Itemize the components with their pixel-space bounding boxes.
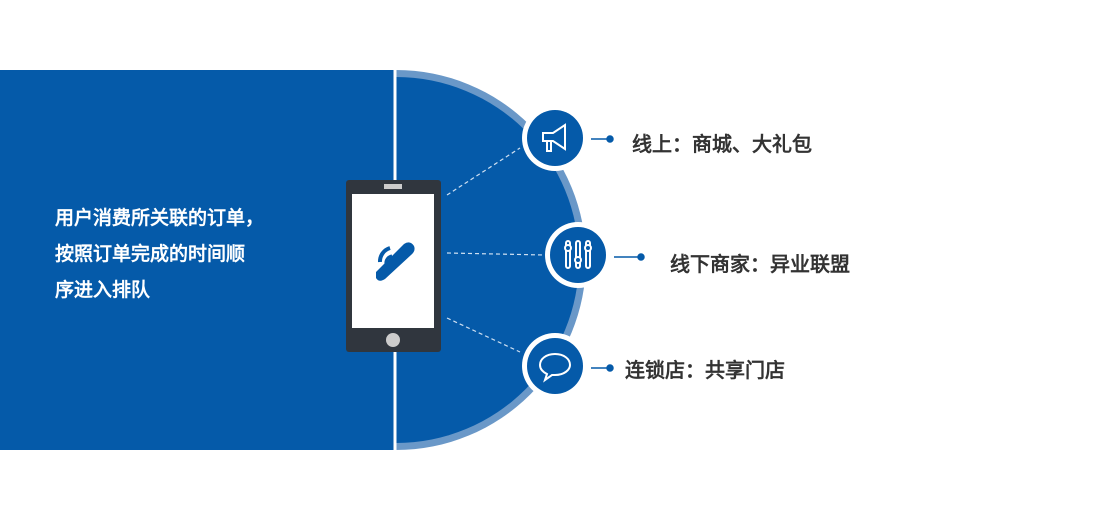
sliders-icon — [564, 240, 592, 269]
phone-icon — [346, 180, 441, 352]
description-text: 用户消费所关联的订单， 按照订单完成的时间顺 序进入排队 — [55, 200, 315, 308]
megaphone-circle — [522, 105, 588, 171]
description-line: 序进入排队 — [55, 279, 151, 301]
channel-label-online: 线上：商城、大礼包 — [632, 132, 812, 156]
pointer-lines — [591, 135, 645, 372]
left-panel — [0, 70, 394, 450]
megaphone-icon — [542, 123, 566, 152]
description-line: 按照订单完成的时间顺 — [55, 243, 246, 265]
sliders-circle — [545, 222, 611, 288]
channel-label-chain: 连锁店：共享门店 — [625, 358, 785, 382]
speech-bubble-icon — [538, 352, 572, 383]
description-line: 用户消费所关联的订单， — [55, 207, 265, 229]
connector-lines — [446, 147, 546, 353]
channel-label-offline: 线下商家：异业联盟 — [670, 252, 850, 276]
phone-call-icon — [376, 242, 415, 281]
speech-circle — [522, 333, 588, 399]
